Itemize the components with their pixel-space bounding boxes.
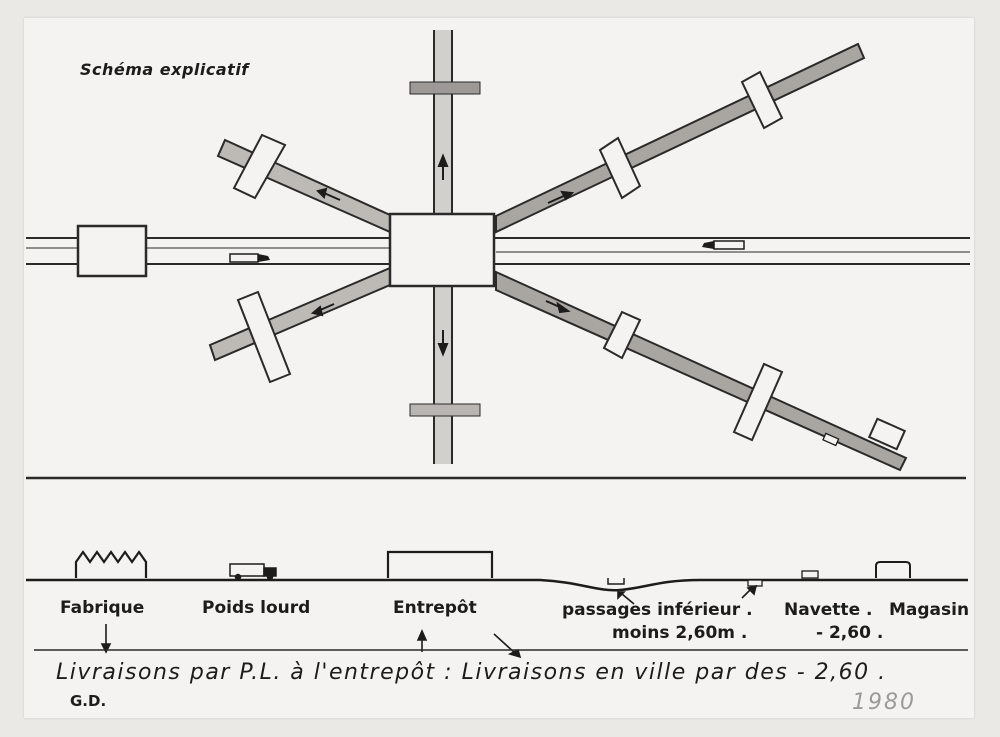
label-passages: passages inférieur . xyxy=(562,600,753,620)
truck-elevation-icon xyxy=(229,563,277,581)
label-fabrique: Fabrique xyxy=(60,598,145,618)
factory-node xyxy=(76,224,148,278)
diagonal-road-lower-left xyxy=(208,266,391,384)
author-initials: G.D. xyxy=(70,692,107,710)
truck-icon xyxy=(229,253,270,263)
main-road xyxy=(26,237,970,265)
label-poids-lourd: Poids lourd xyxy=(202,598,311,618)
warehouse-node xyxy=(388,212,496,288)
label-navette-value: - 2,60 . xyxy=(816,623,884,643)
diagonal-road-lower-right xyxy=(495,270,908,472)
ground-line xyxy=(26,578,968,592)
caption: Livraisons par P.L. à l'entrepôt : Livra… xyxy=(56,660,887,685)
van-icon xyxy=(822,432,840,447)
diagram-title: Schéma explicatif xyxy=(80,60,249,79)
year-annotation: 1980 xyxy=(852,690,916,715)
label-navette: Navette . xyxy=(784,600,873,620)
truck-icon xyxy=(702,240,745,250)
diagonal-road-upper-left xyxy=(216,133,391,234)
paper-sheet xyxy=(24,18,974,718)
direction-arrows xyxy=(310,153,575,357)
small-van-elevation-icon xyxy=(801,570,819,579)
label-magasin: Magasin xyxy=(889,600,970,620)
underpass-vehicle-icon xyxy=(607,578,625,585)
diagonal-road-upper-right xyxy=(495,42,866,234)
store-node xyxy=(867,417,907,451)
warehouse-elevation-icon xyxy=(386,550,494,578)
shuttle-elevation-icon xyxy=(747,579,763,587)
store-elevation-icon xyxy=(875,561,911,578)
label-arrows xyxy=(100,584,758,659)
label-moins: moins 2,60m . xyxy=(612,623,748,643)
label-entrepot: Entrepôt xyxy=(393,598,477,618)
factory-elevation-icon xyxy=(74,550,148,578)
